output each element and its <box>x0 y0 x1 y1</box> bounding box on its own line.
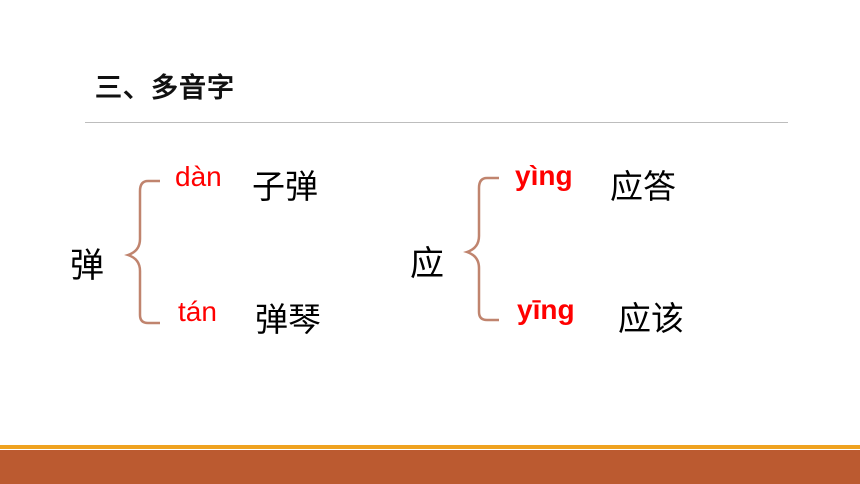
pinyin-dan: dàn <box>175 161 222 192</box>
brace-icon <box>463 176 499 322</box>
word-yinggai: 应该 <box>618 299 684 338</box>
slide-title: 三、多音字 <box>95 73 235 104</box>
footer-accent-stripe <box>0 445 860 449</box>
pinyin-ying1: yīng <box>517 294 575 325</box>
footer-band <box>0 450 860 484</box>
polyphone-char-ying: 应 <box>410 244 444 284</box>
pinyin-tan: tán <box>178 296 217 327</box>
polyphone-char-dan: 弹 <box>70 246 104 286</box>
brace-icon <box>124 179 160 325</box>
word-zidan: 子弹 <box>252 167 318 206</box>
brace-left-1 <box>118 175 163 325</box>
word-yingda: 应答 <box>610 167 676 206</box>
pinyin-ying4: yìng <box>515 160 573 191</box>
title-divider <box>85 122 788 123</box>
brace-left-2 <box>457 172 502 322</box>
word-tanqin: 弹琴 <box>255 300 321 339</box>
